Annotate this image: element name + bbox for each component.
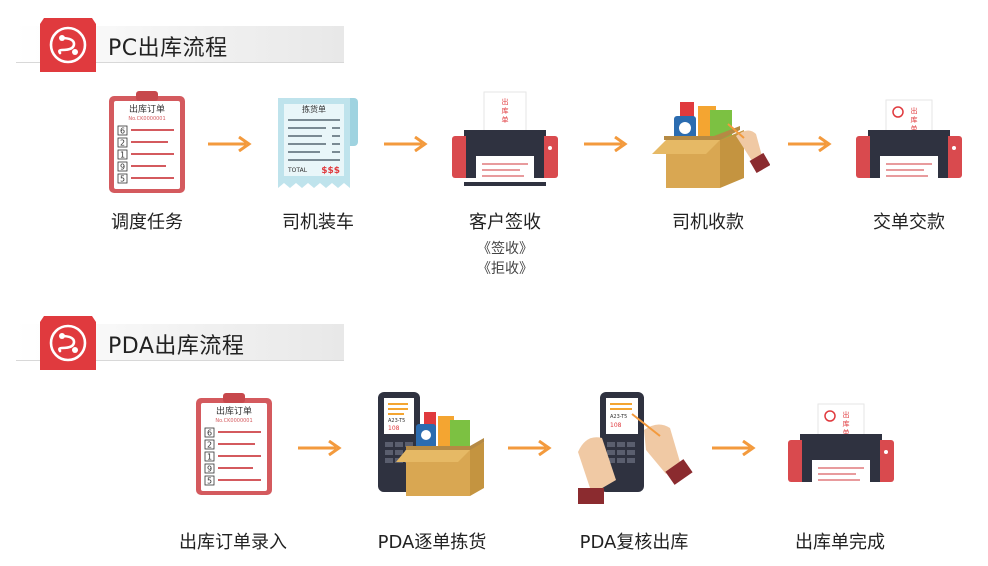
paper-char: 库 <box>843 419 850 428</box>
pc-section-header: PC出库流程 <box>16 18 344 72</box>
paper-char: 库 <box>502 106 509 115</box>
clipboard-row-num: 2 <box>207 441 212 450</box>
step-sub-reject: 《拒收》 <box>477 261 533 277</box>
step-label-customer-sign: 客户签收 <box>469 212 541 233</box>
paper-char: 库 <box>911 115 918 124</box>
pda-screen-num: 108 <box>388 425 400 432</box>
step-label-driver-collect: 司机收款 <box>672 212 744 233</box>
clipboard-row-num: 6 <box>207 429 212 438</box>
clipboard-number: No.CK0000001 <box>128 116 165 122</box>
receipt-title: 拣货单 <box>302 104 326 114</box>
flow-arrow-icon <box>788 136 832 152</box>
clipboard-row-num: 9 <box>120 163 125 172</box>
paper-char: 单 <box>911 124 918 133</box>
clipboard-row-num: 1 <box>207 453 212 462</box>
flow-badge-icon <box>40 316 96 370</box>
step-label-driver-load: 司机装车 <box>282 212 354 233</box>
goods-box-icon <box>652 102 770 188</box>
step-label-order-entry: 出库订单录入 <box>179 532 287 553</box>
clipboard-row-num: 2 <box>120 139 125 148</box>
flow-arrow-icon <box>208 136 252 152</box>
pda-review-icon: A23-T5 108 <box>578 392 693 504</box>
step-label-submit: 交单交款 <box>873 212 945 233</box>
receipt-total-value: $$$ <box>321 166 340 176</box>
step-sub-sign: 《签收》 <box>477 241 533 257</box>
clipboard-order-icon: 出库订单 No.CK0000001 6 2 1 9 5 <box>109 91 185 193</box>
step-label-pda-pick: PDA逐单拣货 <box>377 532 487 553</box>
flow-arrow-icon <box>508 440 552 456</box>
clipboard-order-icon: 出库订单 No.CK0000001 6 2 1 9 5 <box>196 393 272 495</box>
clipboard-row-num: 5 <box>207 477 212 486</box>
clipboard-row-num: 6 <box>120 127 125 136</box>
paper-char: 出 <box>502 97 509 106</box>
flow-arrow-icon <box>712 440 756 456</box>
paper-char: 出 <box>843 410 850 419</box>
pda-picking-icon: A23-T5 108 <box>378 392 484 496</box>
receipt-total-label: TOTAL <box>287 167 308 174</box>
step-label-pda-review: PDA复核出库 <box>579 532 689 553</box>
section-title: PDA出库流程 <box>108 334 245 359</box>
paper-char: 单 <box>843 428 850 437</box>
paper-char: 出 <box>911 106 918 115</box>
clipboard-row-num: 9 <box>207 465 212 474</box>
pick-list-receipt-icon: 拣货单 TOTAL $$$ <box>278 98 358 188</box>
pda-screen-code: A23-T5 <box>388 418 405 424</box>
clipboard-title: 出库订单 <box>216 405 252 417</box>
section-title: PC出库流程 <box>108 36 228 61</box>
flow-badge-icon <box>40 18 96 72</box>
printer-icon: 出 库 单 <box>452 91 558 186</box>
clipboard-title: 出库订单 <box>129 103 165 115</box>
pda-section-header: PDA出库流程 <box>16 316 344 370</box>
step-label-complete: 出库单完成 <box>795 532 885 553</box>
clipboard-row-num: 1 <box>120 151 125 160</box>
flow-arrow-icon <box>298 440 342 456</box>
step-label-dispatch: 调度任务 <box>111 212 183 233</box>
pda-screen-code: A23-T5 <box>610 414 627 420</box>
flow-arrow-icon <box>384 136 428 152</box>
pda-screen-num: 108 <box>610 422 622 429</box>
printer-stamped-icon: 出 库 单 <box>788 403 894 486</box>
clipboard-number: No.CK0000001 <box>215 418 252 424</box>
clipboard-row-num: 5 <box>120 175 125 184</box>
printer-stamped-icon: 出 库 单 <box>856 99 962 182</box>
flow-arrow-icon <box>584 136 628 152</box>
paper-char: 单 <box>502 115 509 124</box>
